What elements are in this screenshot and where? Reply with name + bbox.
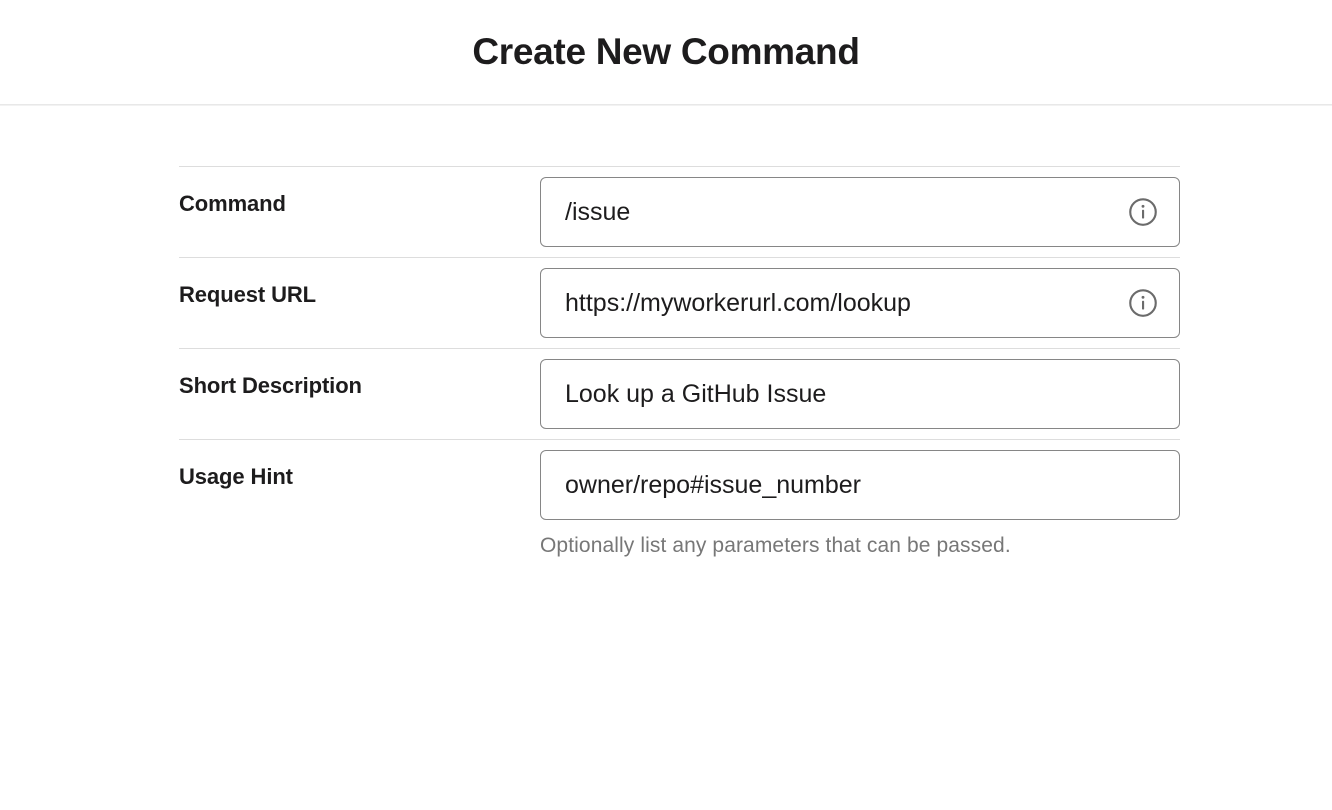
form-row-command: Command xyxy=(179,167,1180,257)
field-short-description xyxy=(540,349,1180,439)
label-request-url: Request URL xyxy=(179,282,317,307)
form-row-usage-hint: Usage Hint Optionally list any parameter… xyxy=(179,440,1180,568)
label-short-description: Short Description xyxy=(179,373,362,398)
form-row-request-url: Request URL xyxy=(179,258,1180,348)
divider-3 xyxy=(179,439,1180,440)
usage-hint-helper-text: Optionally list any parameters that can … xyxy=(540,534,1011,557)
page-title: Create New Command xyxy=(472,30,860,72)
field-command xyxy=(540,167,1180,257)
short-description-input[interactable] xyxy=(540,359,1180,429)
label-usage-hint: Usage Hint xyxy=(179,464,293,489)
modal-header: Create New Command xyxy=(0,0,1332,115)
input-wrap-command xyxy=(540,177,1180,247)
usage-hint-input[interactable] xyxy=(540,450,1180,520)
modal-body: Command Request URL xyxy=(0,106,1332,810)
info-circle-icon[interactable] xyxy=(1128,197,1158,227)
command-form: Command Request URL xyxy=(179,166,1180,568)
divider-1 xyxy=(179,257,1180,258)
info-circle-icon[interactable] xyxy=(1128,288,1158,318)
field-usage-hint: Optionally list any parameters that can … xyxy=(540,440,1180,568)
input-wrap-usage-hint xyxy=(540,450,1180,520)
field-request-url xyxy=(540,258,1180,348)
divider-top xyxy=(179,166,1180,167)
command-input[interactable] xyxy=(540,177,1180,247)
input-wrap-short-description xyxy=(540,359,1180,429)
label-command: Command xyxy=(179,191,286,216)
input-wrap-request-url xyxy=(540,268,1180,338)
form-row-short-description: Short Description xyxy=(179,349,1180,439)
request-url-input[interactable] xyxy=(540,268,1180,338)
divider-2 xyxy=(179,348,1180,349)
